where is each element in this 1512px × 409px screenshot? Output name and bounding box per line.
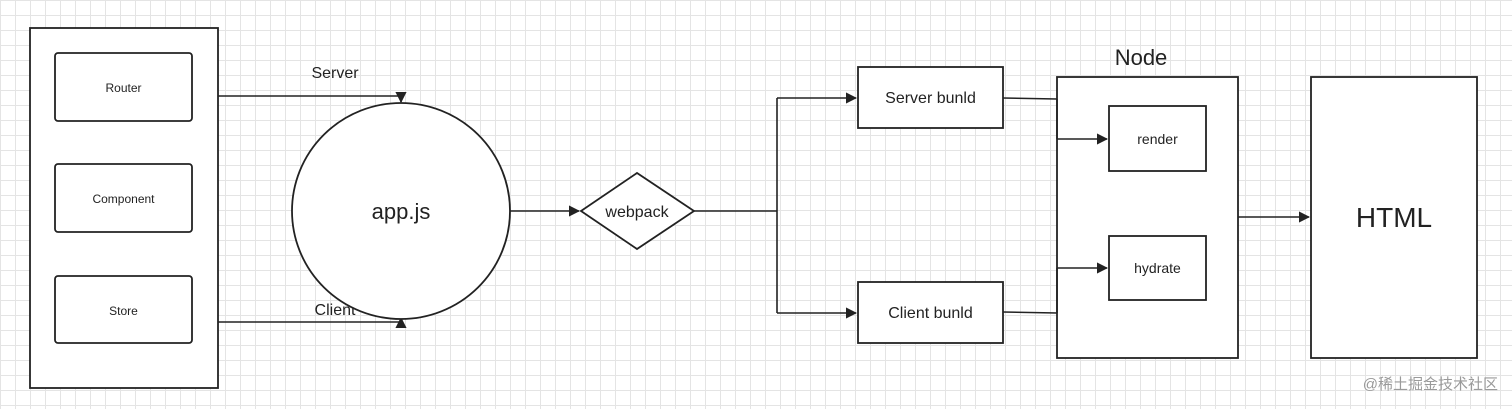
node-title: Node <box>1115 45 1168 70</box>
store-node[interactable]: Store <box>54 275 193 344</box>
render-node[interactable]: render <box>1108 105 1207 172</box>
server-edge-label: Server <box>311 65 359 82</box>
server-bundle-node[interactable]: Server bunld <box>857 66 1004 129</box>
router-label: Router <box>105 81 141 95</box>
watermark-text: @稀土掘金技术社区 <box>1363 376 1498 393</box>
client-edge-label: Client <box>315 302 356 319</box>
app-js-node[interactable]: app.js <box>291 102 511 320</box>
webpack-node[interactable]: webpack <box>579 171 696 251</box>
server-bundle-out-edge <box>1002 97 1058 100</box>
node-container: Node <box>1056 45 1239 359</box>
client-bundle-label: Client bunld <box>888 305 973 322</box>
hydrate-node[interactable]: hydrate <box>1108 235 1207 301</box>
router-node[interactable]: Router <box>54 52 193 122</box>
html-node[interactable]: HTML <box>1310 76 1478 359</box>
component-label: Component <box>92 192 155 206</box>
hydrate-label: hydrate <box>1134 260 1181 276</box>
component-node[interactable]: Component <box>54 163 193 233</box>
server-bundle-label: Server bunld <box>885 90 976 107</box>
html-label: HTML <box>1356 202 1432 233</box>
store-label: Store <box>109 304 138 318</box>
client-bundle-node[interactable]: Client bunld <box>857 281 1004 344</box>
client-bundle-out-edge <box>1002 311 1058 314</box>
webpack-label: webpack <box>604 204 669 221</box>
app-js-label: app.js <box>372 199 431 224</box>
render-label: render <box>1137 131 1178 147</box>
